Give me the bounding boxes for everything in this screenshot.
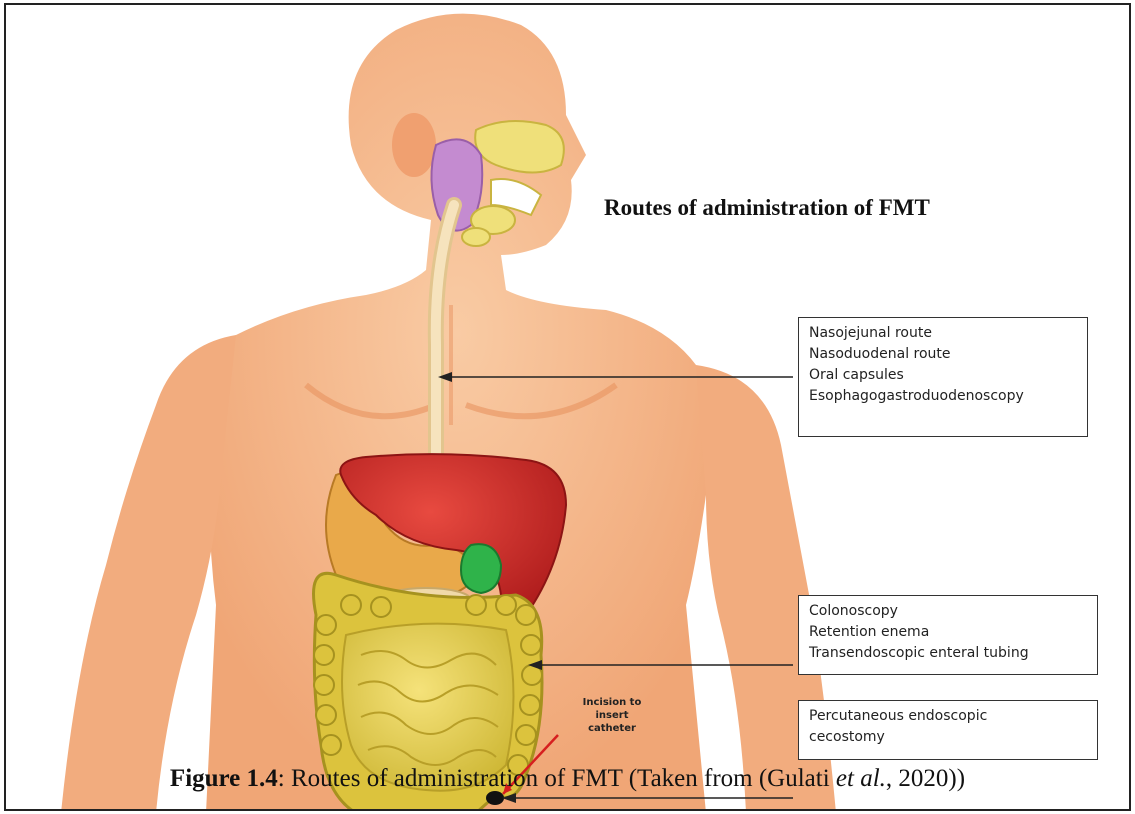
caption-italic: et al.	[836, 765, 886, 792]
ear	[392, 113, 436, 177]
route-item: Esophagogastroduodenoscopy	[809, 386, 1077, 407]
route-item: Nasoduodenal route	[809, 344, 1077, 365]
route-item: Colonoscopy	[809, 601, 1087, 622]
figure-label: Figure 1.4	[170, 765, 278, 792]
route-item: Retention enema	[809, 622, 1087, 643]
gallbladder	[461, 544, 501, 593]
callout-cecostomy: Percutaneous endoscopic cecostomy	[798, 700, 1098, 760]
callout-lower-gi: Colonoscopy Retention enema Transendosco…	[798, 595, 1098, 675]
figure-frame: Routes of administration of FMT Nasojeju…	[4, 3, 1131, 811]
route-item: Percutaneous endoscopic	[809, 706, 1087, 727]
route-item: Oral capsules	[809, 365, 1077, 386]
figure-title: Routes of administration of FMT	[604, 195, 930, 221]
callout-upper-gi: Nasojejunal route Nasoduodenal route Ora…	[798, 317, 1088, 437]
caption-text: : Routes of administration of FMT (Taken…	[278, 765, 836, 792]
route-item: cecostomy	[809, 727, 1087, 748]
incision-label: Incision to insert catheter	[572, 696, 652, 735]
incision-site	[486, 791, 504, 805]
figure-caption: Figure 1.4: Routes of administration of …	[6, 765, 1129, 793]
route-item: Transendoscopic enteral tubing	[809, 643, 1087, 664]
route-item: Nasojejunal route	[809, 323, 1077, 344]
caption-text-end: , 2020))	[886, 765, 965, 792]
